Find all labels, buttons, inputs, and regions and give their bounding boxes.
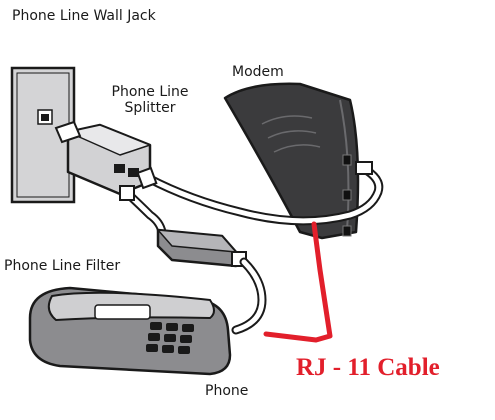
label-filter: Phone Line Filter: [4, 258, 121, 274]
phone-line-filter: [156, 228, 247, 268]
label-splitter-line1: Phone Line: [111, 84, 189, 100]
label-wall-jack: Phone Line Wall Jack: [12, 8, 156, 24]
rj11-cable-callout: RJ - 11 Cable: [296, 354, 440, 381]
cable-splitter-to-filter: [119, 185, 167, 237]
rj11-highlight-lines: [263, 221, 333, 343]
label-modem: Modem: [232, 64, 284, 80]
keypad: [146, 322, 194, 354]
telephone: [28, 286, 232, 376]
label-phone: Phone: [205, 383, 249, 399]
cable-splitter-to-modem: [136, 161, 384, 226]
label-splitter: Phone Line Splitter: [104, 84, 196, 116]
label-splitter-line2: Splitter: [124, 100, 176, 117]
cable-filter-to-phone: [231, 257, 267, 335]
